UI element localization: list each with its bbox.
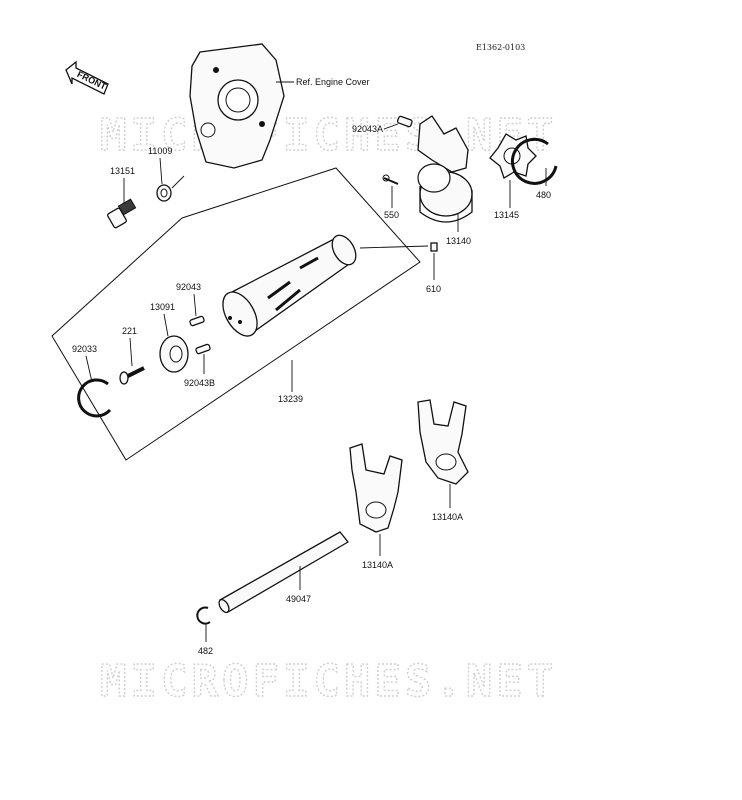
shift-fork-13140A-right-part [417,399,469,485]
figure-code: E1362-0103 [476,43,525,52]
label-13151: 13151 [110,166,135,176]
label-13140: 13140 [446,236,471,246]
label-13091: 13091 [150,302,175,312]
front-arrow-icon: FRONT [65,60,109,95]
screw-221-part [119,366,145,385]
circlip-482-part [196,606,211,625]
label-482: 482 [198,646,213,656]
watermark-top: MICROFICHES.NET [100,110,557,161]
shift-fork-13140A-left-part [349,443,403,533]
label-480: 480 [536,190,551,200]
shift-fork-13140-part [417,115,473,223]
label-92043B: 92043B [184,378,215,388]
label-221: 221 [122,326,137,336]
circlip-480-part [510,137,558,185]
washer-11009-part [156,184,172,202]
label-13145: 13145 [494,210,519,220]
pin-92043A-part [396,115,413,128]
pin-610-part [430,242,438,252]
label-ref-engine-cover: Ref. Engine Cover [296,77,370,87]
label-13140A-right: 13140A [432,512,463,522]
label-11009: 11009 [148,146,172,156]
watermark-bottom: MICROFICHES.NET [100,656,557,707]
pin-92043B-part [195,343,211,355]
assembly-frame [51,167,421,461]
shaft-49047-part [218,531,349,614]
leader-11009 [171,175,185,189]
plate-13091-part [159,335,189,373]
label-13239: 13239 [278,394,303,404]
label-92043: 92043 [176,282,201,292]
cotter-pin-550-part [382,174,399,185]
engine-cover-part [189,43,285,169]
label-92043A: 92043A [352,124,383,134]
label-49047: 49047 [286,594,311,604]
shift-drum-13239-part [222,234,357,338]
label-550: 550 [384,210,399,220]
pin-92043-part [189,315,205,327]
plug-13151-part [107,198,137,229]
label-13140A-left: 13140A [362,560,393,570]
label-610: 610 [426,284,441,294]
label-92033: 92033 [72,344,97,354]
circlip-92033-part [77,378,112,418]
